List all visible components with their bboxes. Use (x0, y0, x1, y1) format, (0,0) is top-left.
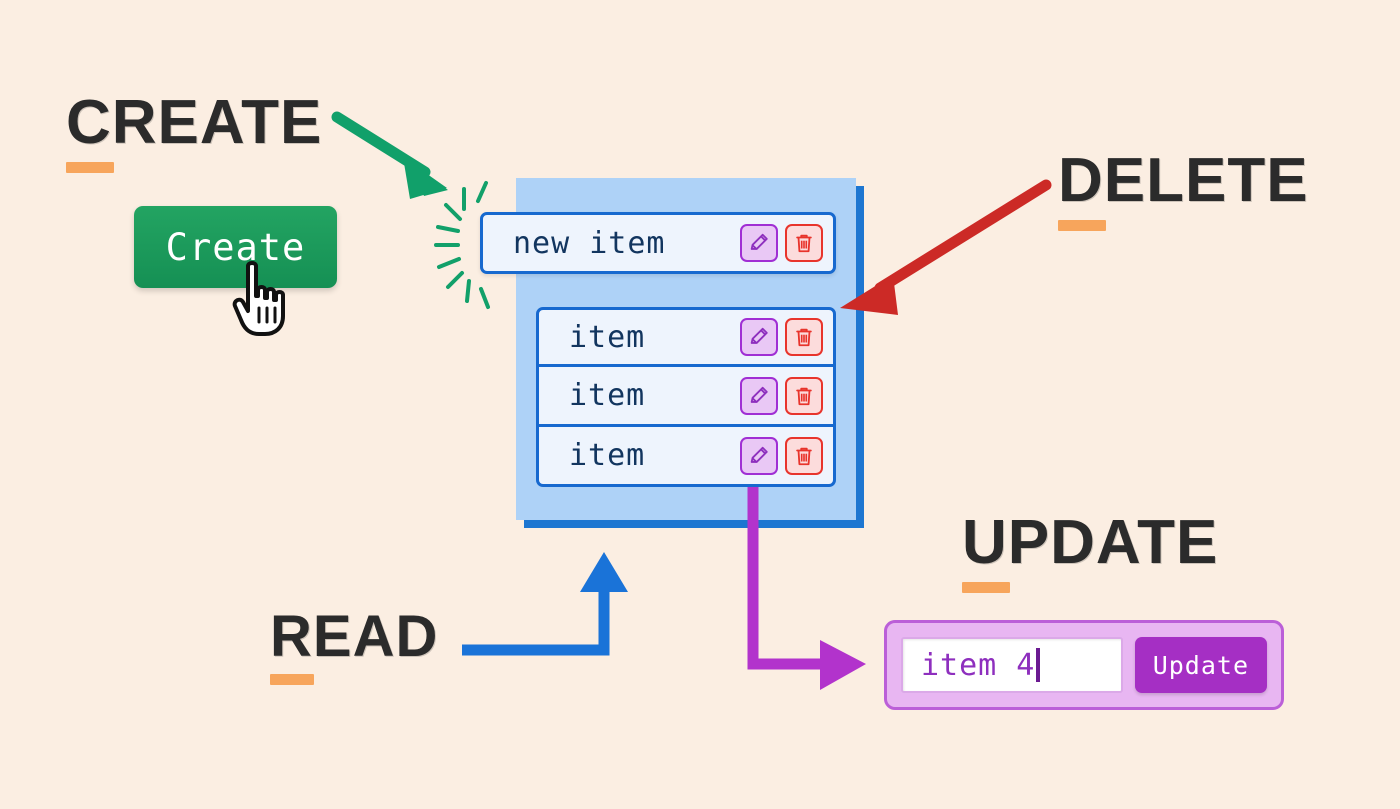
heading-delete-label: DELETE (1058, 146, 1309, 215)
read-arrow (462, 552, 628, 656)
update-button[interactable]: Update (1134, 637, 1267, 693)
delete-button[interactable] (785, 224, 823, 262)
heading-create-label: CREATE (66, 88, 323, 157)
edit-button[interactable] (740, 224, 778, 262)
heading-read-underline (270, 674, 314, 685)
pointing-hand-cursor-icon (232, 261, 285, 336)
update-panel: item 4 Update (884, 620, 1284, 710)
pencil-icon (750, 233, 768, 250)
edit-button[interactable] (740, 318, 778, 356)
update-text-input[interactable]: item 4 (901, 637, 1123, 693)
create-button-label: Create (165, 225, 306, 269)
heading-read-label: READ (270, 604, 439, 669)
row-actions (740, 318, 823, 356)
heading-create: CREATE (66, 92, 322, 173)
list-row-label: item (569, 319, 646, 355)
update-input-value: item 4 (921, 647, 1036, 683)
heading-update: UPDATE (962, 512, 1218, 593)
list-row-label: item (569, 438, 646, 473)
delete-arrow (840, 179, 1052, 315)
create-button[interactable]: Create (134, 206, 337, 288)
pencil-icon (750, 386, 768, 403)
list-row-item-2[interactable]: item (536, 367, 836, 427)
row-actions (740, 224, 823, 262)
delete-button[interactable] (785, 376, 823, 415)
pencil-icon (750, 327, 768, 344)
pencil-icon (750, 446, 768, 463)
trash-icon (796, 387, 812, 405)
list-row-label: new item (513, 225, 666, 261)
trash-icon (796, 328, 812, 347)
list-row-item-1[interactable]: item (536, 307, 836, 367)
row-actions (740, 436, 823, 475)
list-row-item-3[interactable]: item (536, 427, 836, 487)
edit-button[interactable] (740, 376, 778, 415)
heading-update-label: UPDATE (962, 508, 1219, 577)
heading-read: READ (270, 608, 438, 685)
delete-button[interactable] (785, 318, 823, 356)
list-row-label: item (569, 378, 646, 413)
heading-delete-underline (1058, 220, 1106, 231)
item-list: item (536, 307, 836, 487)
sparkle-burst-icon (434, 181, 490, 309)
list-row-new-item[interactable]: new item (480, 212, 836, 274)
trash-icon (796, 447, 812, 465)
create-arrow (331, 111, 448, 199)
row-actions (740, 376, 823, 415)
delete-button[interactable] (785, 436, 823, 475)
text-caret-icon (1036, 648, 1041, 682)
update-button-label: Update (1152, 650, 1249, 680)
edit-button[interactable] (740, 436, 778, 475)
heading-create-underline (66, 162, 114, 173)
heading-delete: DELETE (1058, 150, 1309, 231)
trash-icon (796, 234, 812, 253)
heading-update-underline (962, 582, 1010, 593)
